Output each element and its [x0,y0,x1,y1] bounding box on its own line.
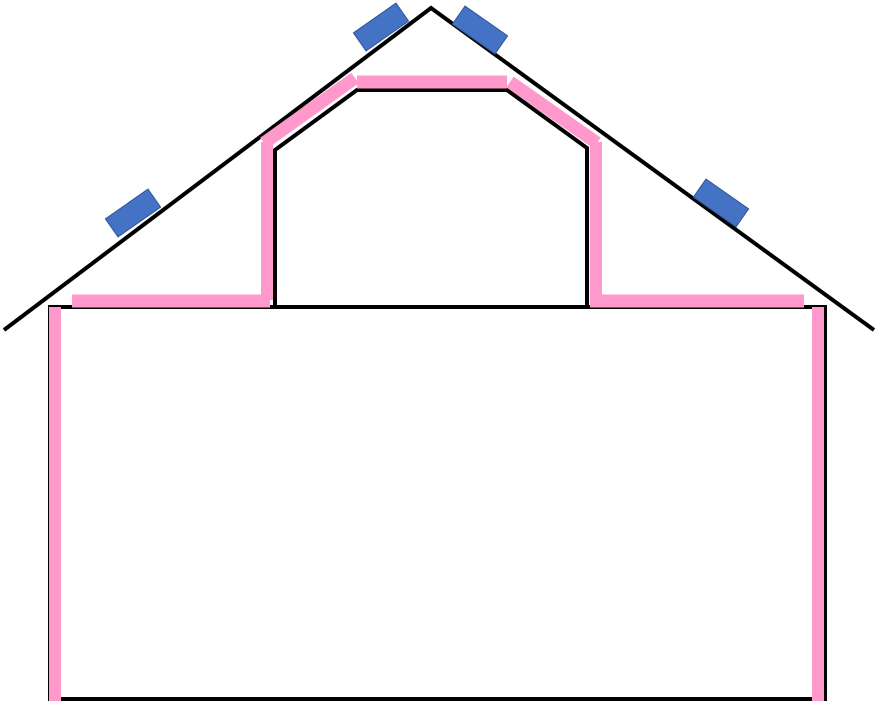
roof-vent [104,188,162,238]
attic-room-outline [273,88,589,307]
insulation-left-rafter [260,72,359,149]
insulation-layer [49,72,824,701]
roof-vent [352,2,410,52]
roof-vent [451,5,509,55]
roof-outline [2,5,876,332]
roof-vents [104,2,750,238]
roof-vent [692,178,750,228]
insulation-right-rafter [506,76,601,149]
